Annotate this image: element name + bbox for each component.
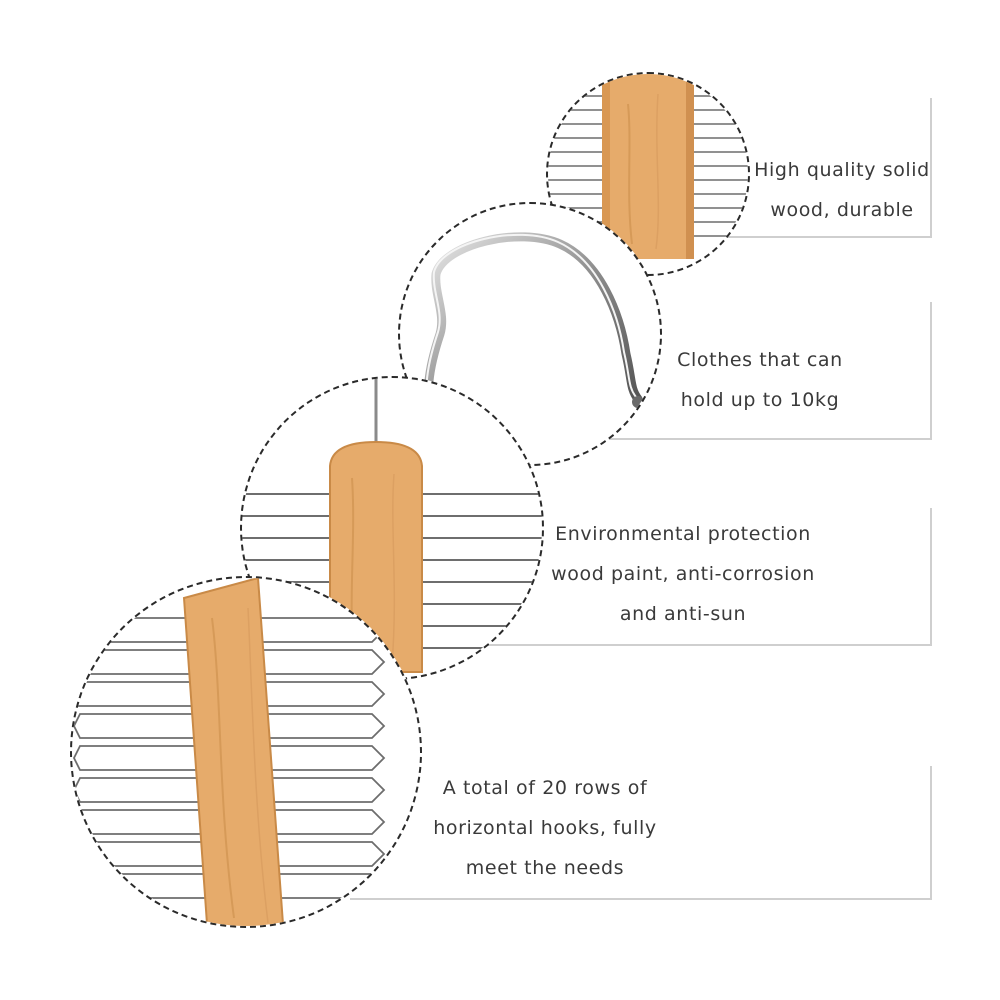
feature-caption-paint: Environmental protection wood paint, ant… <box>548 514 818 634</box>
feature-caption-rows: A total of 20 rows of horizontal hooks, … <box>420 768 670 888</box>
feature-caption-hook: Clothes that can hold up to 10kg <box>660 340 860 420</box>
feature-caption-wood: High quality solid wood, durable <box>752 150 932 230</box>
caption-line: horizontal hooks, fully <box>433 817 657 839</box>
metal-hook-closeup-icon <box>424 232 644 437</box>
wood-bar-closeup-icon <box>548 74 748 259</box>
feature-panel-rows <box>350 766 932 900</box>
caption-line: and anti-sun <box>619 603 747 625</box>
caption-line: High quality solid <box>754 159 930 181</box>
wood-closeup-circle <box>546 72 750 276</box>
feature-panel-paint <box>480 508 932 646</box>
caption-line: wood paint, anti-corrosion <box>551 563 815 585</box>
caption-line: A total of 20 rows of <box>442 777 648 799</box>
caption-line: Clothes that can <box>677 349 843 371</box>
caption-line: hold up to 10kg <box>680 389 840 411</box>
caption-line: meet the needs <box>465 857 625 879</box>
caption-line: wood, durable <box>770 199 914 221</box>
caption-line: Environmental protection <box>555 523 811 545</box>
wire-rows-closeup-circle <box>70 576 422 928</box>
wire-rows-closeup-icon <box>72 578 386 926</box>
